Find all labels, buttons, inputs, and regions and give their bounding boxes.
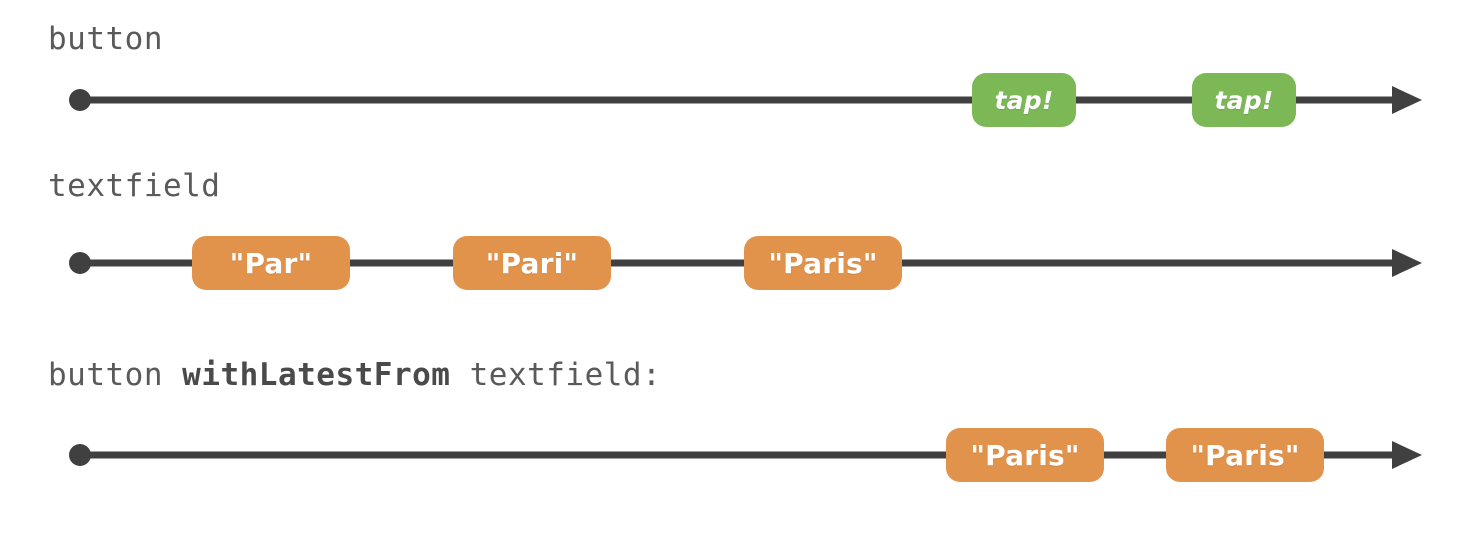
timeline-button-withlatestfrom-textfield: "Paris" "Paris" (0, 415, 1484, 495)
axis-start-dot (69, 89, 91, 111)
axis-arrowhead (1392, 441, 1422, 469)
axis-start-dot (69, 444, 91, 466)
label-text: textfield (48, 168, 221, 204)
timeline-label-button: button (48, 24, 163, 55)
timeline-textfield: "Par" "Pari" "Paris" (0, 223, 1484, 303)
marble-event: "Paris" (744, 236, 902, 290)
marble-event: "Paris" (1166, 428, 1324, 482)
label-text: button (48, 21, 163, 57)
label-text: textfield: (450, 357, 662, 393)
marble-event: tap! (1192, 73, 1296, 127)
operator-name: withLatestFrom (182, 357, 451, 393)
marble-event: "Pari" (453, 236, 611, 290)
marble-event: "Paris" (946, 428, 1104, 482)
timeline-axis-button (69, 86, 1422, 114)
axis-arrowhead (1392, 86, 1422, 114)
axis-start-dot (69, 252, 91, 274)
label-text: button (48, 357, 183, 393)
timeline-label-button-withlatestfrom-textfield: button withLatestFrom textfield: (48, 360, 661, 391)
timeline-button: tap! tap! (0, 60, 1484, 140)
marble-event: tap! (972, 73, 1076, 127)
marble-event: "Par" (192, 236, 350, 290)
axis-arrowhead (1392, 249, 1422, 277)
timeline-label-textfield: textfield (48, 171, 220, 202)
